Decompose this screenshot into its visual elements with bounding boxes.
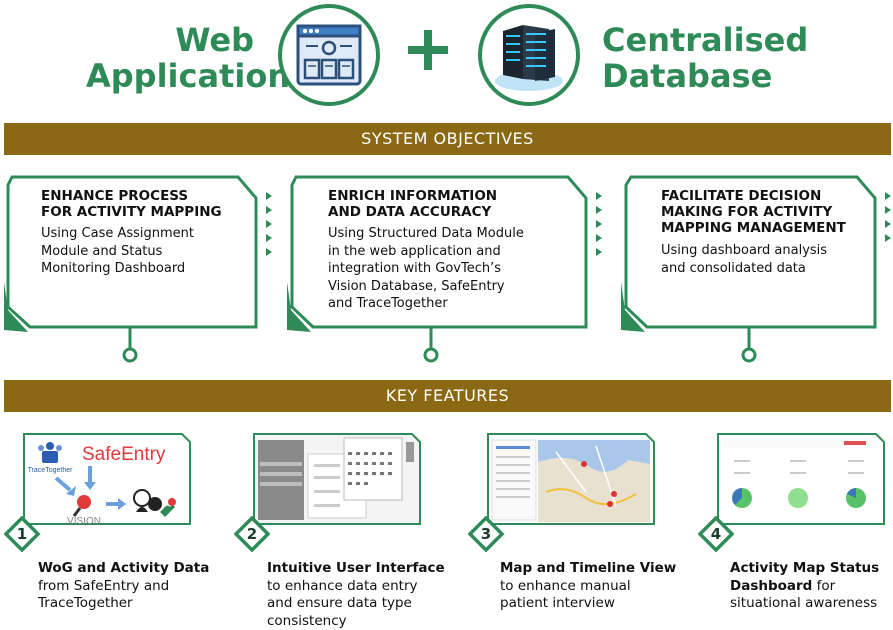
feature-line: TraceTogether: [38, 595, 133, 611]
status-pie-chart-2: [788, 488, 808, 508]
objective-body-line: Using Structured Data Module: [328, 226, 524, 241]
objective-title-line: AND DATA ACCURACY: [328, 204, 492, 220]
feature-line: situational awareness: [730, 595, 878, 611]
contact-network-icon: [133, 489, 176, 517]
key-features-banner: KEY FEATURES: [4, 380, 891, 412]
feature-number-text: 4: [710, 525, 722, 543]
feature-text-4: Activity Map Status Dashboard for situat…: [730, 560, 879, 613]
status-pie-chart-3: [846, 488, 866, 508]
feature-bold-line: Dashboard: [730, 577, 813, 594]
web-label-line2: Application: [86, 57, 291, 95]
browser-window-icon: [278, 4, 380, 106]
feature-text-1: WoG and Activity Data from SafeEntry and…: [38, 560, 209, 613]
feature-2-image: [252, 432, 422, 526]
feature-line: from SafeEntry and: [38, 577, 170, 594]
feature-line-suffix: for: [812, 577, 836, 594]
objective-body-line: and TraceTogether: [328, 296, 448, 311]
objective-title-1: ENHANCE PROCESS FOR ACTIVITY MAPPING: [41, 188, 222, 220]
tracetogether-text: TraceTogether: [28, 467, 74, 474]
feature-number-text: 2: [246, 525, 258, 543]
objective-card-1: ENHANCE PROCESS FOR ACTIVITY MAPPING Usi…: [0, 172, 280, 363]
feature-bold-line: WoG and Activity Data: [38, 560, 210, 576]
objective-title-line: ENRICH INFORMATION: [328, 188, 498, 204]
feature-text-3: Map and Timeline View to enhance manual …: [500, 560, 676, 613]
objective-body-3: Using dashboard analysis and consolidate…: [661, 242, 827, 277]
objective-body-line: integration with GovTech’s: [328, 261, 501, 276]
objective-card-3: FACILITATE DECISION MAKING FOR ACTIVITY …: [617, 172, 893, 363]
vision-text: VISION: [67, 516, 101, 526]
objective-title-2: ENRICH INFORMATION AND DATA ACCURACY: [328, 188, 497, 220]
plus-icon: [408, 30, 448, 70]
objective-title-line: MAPPING MANAGEMENT: [661, 220, 846, 236]
centralised-database-label: Centralised Database: [602, 22, 808, 94]
objective-body-2: Using Structured Data Module in the web …: [328, 225, 524, 313]
feature-bold-line: Intuitive User Interface: [267, 560, 445, 576]
objective-body-1: Using Case Assignment Module and Status …: [41, 225, 194, 278]
safeentry-text: SafeEntry: [82, 444, 166, 465]
feature-text-2: Intuitive User Interface to enhance data…: [267, 560, 445, 630]
objective-frame-1: [4, 175, 272, 363]
feature-line: consistency: [267, 612, 347, 629]
objective-body-line: in the web application and: [328, 243, 501, 259]
db-label-line2: Database: [602, 57, 773, 95]
feature-number-text: 3: [480, 525, 492, 543]
web-label-line1: Web: [175, 21, 254, 59]
web-application-label: Web Application: [86, 21, 291, 95]
server-rack-icon: [478, 4, 580, 106]
feature-line: patient interview: [500, 595, 615, 611]
objective-body-line: Using dashboard analysis: [661, 243, 828, 258]
objective-body-line: Using Case Assignment: [41, 226, 195, 241]
feature-number-2: 2: [233, 515, 271, 553]
objective-title-line: FACILITATE DECISION: [661, 188, 822, 204]
objective-title-3: FACILITATE DECISION MAKING FOR ACTIVITY …: [661, 188, 846, 236]
objective-title-line: FOR ACTIVITY MAPPING: [41, 204, 222, 220]
feature-3-image: [486, 432, 656, 526]
tracetogether-logo: [38, 442, 62, 463]
feature-4-image: [716, 432, 886, 526]
feature-number-3: 3: [467, 515, 505, 553]
feature-bold-line: Activity Map Status: [730, 560, 880, 576]
objective-frame-3: [621, 175, 891, 363]
feature-number-1: 1: [3, 515, 41, 553]
status-pie-chart-1: [732, 488, 752, 508]
feature-1-image: TraceTogether SafeEntry VISION: [22, 432, 192, 526]
feature-number-4: 4: [697, 515, 735, 553]
objective-body-line: Monitoring Dashboard: [41, 261, 186, 276]
system-objectives-banner: SYSTEM OBJECTIVES: [4, 123, 891, 155]
objective-body-line: Module and Status: [41, 243, 163, 259]
objective-frame-2: [287, 175, 602, 363]
objective-body-line: Vision Database, SafeEntry: [328, 278, 505, 294]
objective-card-2: ENRICH INFORMATION AND DATA ACCURACY Usi…: [283, 172, 613, 363]
feature-line: and ensure data type: [267, 595, 412, 611]
feature-number-text: 1: [16, 525, 28, 543]
objective-title-line: MAKING FOR ACTIVITY: [661, 204, 833, 220]
objective-body-line: and consolidated data: [661, 260, 806, 276]
objective-title-line: ENHANCE PROCESS: [41, 188, 189, 204]
feature-line: to enhance data entry: [267, 577, 418, 594]
db-label-line1: Centralised: [602, 21, 809, 59]
feature-bold-line: Map and Timeline View: [500, 560, 677, 576]
feature-line: to enhance manual: [500, 577, 631, 594]
